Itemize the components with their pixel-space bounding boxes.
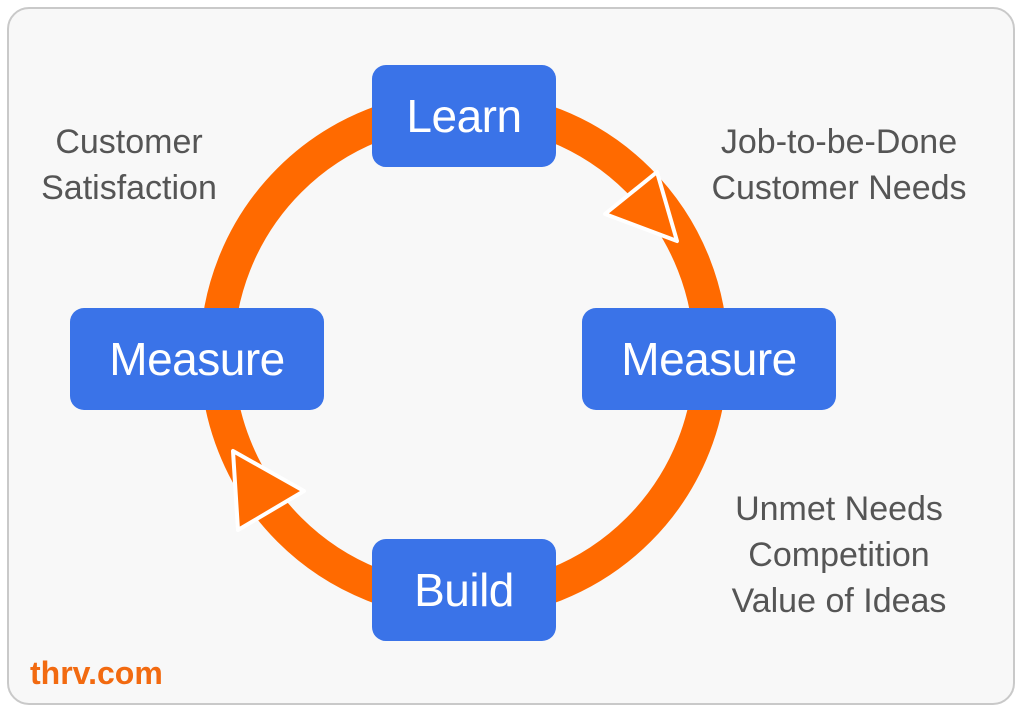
note-line: Satisfaction bbox=[41, 169, 217, 207]
note-line: Value of Ideas bbox=[731, 582, 947, 620]
measure-left-node: Measure bbox=[70, 308, 324, 410]
jobs-to-be-done-note: Job-to-be-Done Customer Needs bbox=[689, 119, 989, 211]
build-node: Build bbox=[372, 539, 556, 641]
learn-node: Learn bbox=[372, 65, 556, 167]
note-line: Customer Needs bbox=[711, 169, 967, 207]
diagram-card: Learn Measure Measure Build Customer Sat… bbox=[7, 7, 1015, 705]
arrowhead-top-right-icon bbox=[603, 170, 679, 243]
note-line: Job-to-be-Done bbox=[720, 123, 958, 161]
unmet-needs-note: Unmet Needs Competition Value of Ideas bbox=[699, 486, 979, 624]
brand-link[interactable]: thrv.com bbox=[30, 655, 163, 691]
measure-right-node: Measure bbox=[582, 308, 836, 410]
customer-satisfaction-note: Customer Satisfaction bbox=[29, 119, 229, 211]
note-line: Unmet Needs bbox=[735, 490, 943, 528]
note-line: Competition bbox=[748, 536, 930, 574]
note-line: Customer bbox=[55, 123, 203, 161]
arrowhead-bottom-left-icon bbox=[231, 449, 306, 532]
